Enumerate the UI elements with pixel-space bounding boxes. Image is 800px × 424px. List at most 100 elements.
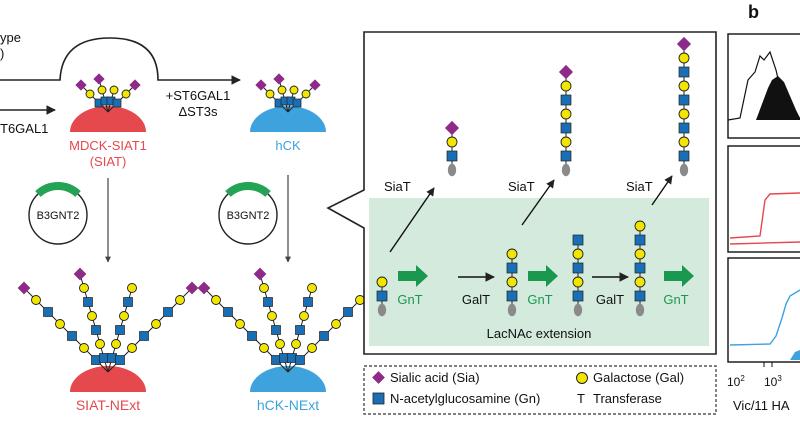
gnt-arrow-1 xyxy=(398,265,428,287)
glcnac-symbol xyxy=(446,150,458,162)
glcnac-symbol xyxy=(279,353,289,363)
glcnac-symbol xyxy=(287,353,297,363)
galactose-symbol xyxy=(151,319,161,329)
siat-next-glycan xyxy=(17,267,199,373)
glcnac-symbol xyxy=(678,150,690,162)
glycan-core-symbol xyxy=(573,303,583,317)
galactose-symbol xyxy=(97,85,107,95)
galactose-symbol xyxy=(259,343,269,353)
gnt-arrow-2 xyxy=(528,265,558,287)
gn-legend-text: N-acetylglucosamine (Gn) xyxy=(390,391,540,406)
galactose-symbol xyxy=(307,283,317,293)
glcnac-symbol xyxy=(139,331,149,341)
glcnac-symbol xyxy=(572,234,584,246)
t-legend-symbol: T xyxy=(577,391,585,406)
galactose-symbol xyxy=(291,339,301,349)
galactose-symbol xyxy=(31,295,41,305)
glcnac-symbol xyxy=(560,122,572,134)
siat-arrow-3 xyxy=(651,175,673,206)
gal-legend-text: Galactose (Gal) xyxy=(593,370,684,385)
galactose-symbol xyxy=(235,319,245,329)
galactose-symbol xyxy=(127,343,137,353)
galactose-symbol xyxy=(678,80,690,92)
hck-plasmid-label: B3GNT2 xyxy=(227,210,270,222)
siat-cell xyxy=(70,73,146,132)
galactose-symbol xyxy=(127,283,137,293)
lacnac-region-label: LacNAc extension xyxy=(487,326,592,341)
hck-transform-line1: +ST6GAL1 xyxy=(166,88,231,103)
galt-label-1: GalT xyxy=(462,292,490,307)
galactose-symbol xyxy=(277,85,287,95)
glcnac-symbol xyxy=(319,331,329,341)
glcnac-symbol xyxy=(506,290,518,302)
galactose-symbol xyxy=(560,108,572,120)
siat-label-1: SiaT xyxy=(384,179,411,194)
glcnac-symbol xyxy=(67,331,77,341)
sialic-acid-symbol xyxy=(197,281,211,295)
galactose-symbol xyxy=(121,89,131,99)
galactose-symbol xyxy=(175,295,185,305)
flow-histogram-bottom xyxy=(727,257,800,363)
glcnac-symbol xyxy=(91,325,101,335)
glcnac-symbol xyxy=(263,297,273,307)
sialic-acid-symbol xyxy=(17,281,31,295)
glcnac-symbol xyxy=(115,325,125,335)
galactose-symbol xyxy=(634,220,646,232)
wildtype-text: ype xyxy=(0,30,21,45)
sialic-acid-symbol xyxy=(93,73,105,85)
siat-cell-abbrev: (SIAT) xyxy=(90,154,127,169)
hck-cell-name: hCK xyxy=(275,138,301,153)
gnt-arrow-3 xyxy=(664,265,694,287)
galactose-symbol xyxy=(211,295,221,305)
glycan-core-symbol xyxy=(679,163,689,177)
galactose-symbol xyxy=(560,80,572,92)
sialic-acid-symbol xyxy=(185,281,199,295)
siat-next-name: SIAT-NExt xyxy=(76,397,140,413)
gnt-label-1: GnT xyxy=(397,292,422,307)
galactose-symbol xyxy=(301,89,311,99)
glcnac-symbol xyxy=(295,325,305,335)
galactose-symbol xyxy=(678,108,690,120)
glcnac-symbol xyxy=(115,355,125,365)
pathway-glycans xyxy=(376,36,692,317)
glcnac-symbol xyxy=(43,307,53,317)
siat-label-3: SiaT xyxy=(626,179,653,194)
galactose-symbol xyxy=(572,248,584,260)
legend-box xyxy=(363,365,717,415)
glcnac-symbol xyxy=(271,355,281,365)
t-legend-text: Transferase xyxy=(593,391,662,406)
glcnac-symbol xyxy=(634,290,646,302)
siat-cell-glycan xyxy=(75,73,141,113)
glcnac-symbol xyxy=(572,262,584,274)
glcnac-symbol xyxy=(112,98,122,108)
flow-tick-label-1: 102 xyxy=(727,374,745,389)
hck-next-cell xyxy=(197,267,379,392)
glcnac-symbol xyxy=(343,307,353,317)
galactose-symbol xyxy=(259,283,269,293)
glcnac-symbol xyxy=(247,331,257,341)
glcnac-symbol xyxy=(292,98,302,108)
glycan-core-symbol xyxy=(561,163,571,177)
galactose-symbol xyxy=(506,276,518,288)
glcnac-symbol xyxy=(572,290,584,302)
sia-legend-symbol xyxy=(372,371,385,384)
galactose-symbol xyxy=(267,311,277,321)
flow-xlabel: Vic/11 HA xyxy=(733,398,790,413)
flow-histogram-middle xyxy=(727,145,800,253)
glycan-core-symbol xyxy=(635,303,645,317)
galactose-symbol xyxy=(85,89,95,99)
galactose-symbol xyxy=(678,136,690,148)
galactose-symbol xyxy=(307,343,317,353)
sialic-acid-symbol xyxy=(73,267,87,281)
galactose-symbol xyxy=(95,339,105,349)
galactose-symbol xyxy=(87,311,97,321)
glcnac-symbol xyxy=(163,307,173,317)
sialic-acid-symbol xyxy=(273,73,285,85)
glcnac-symbol xyxy=(560,150,572,162)
glcnac-symbol xyxy=(123,297,133,307)
galactose-symbol xyxy=(79,343,89,353)
glycan-core-symbol xyxy=(447,163,457,177)
galactose-symbol xyxy=(55,319,65,329)
sialic-acid-symbol xyxy=(253,267,267,281)
